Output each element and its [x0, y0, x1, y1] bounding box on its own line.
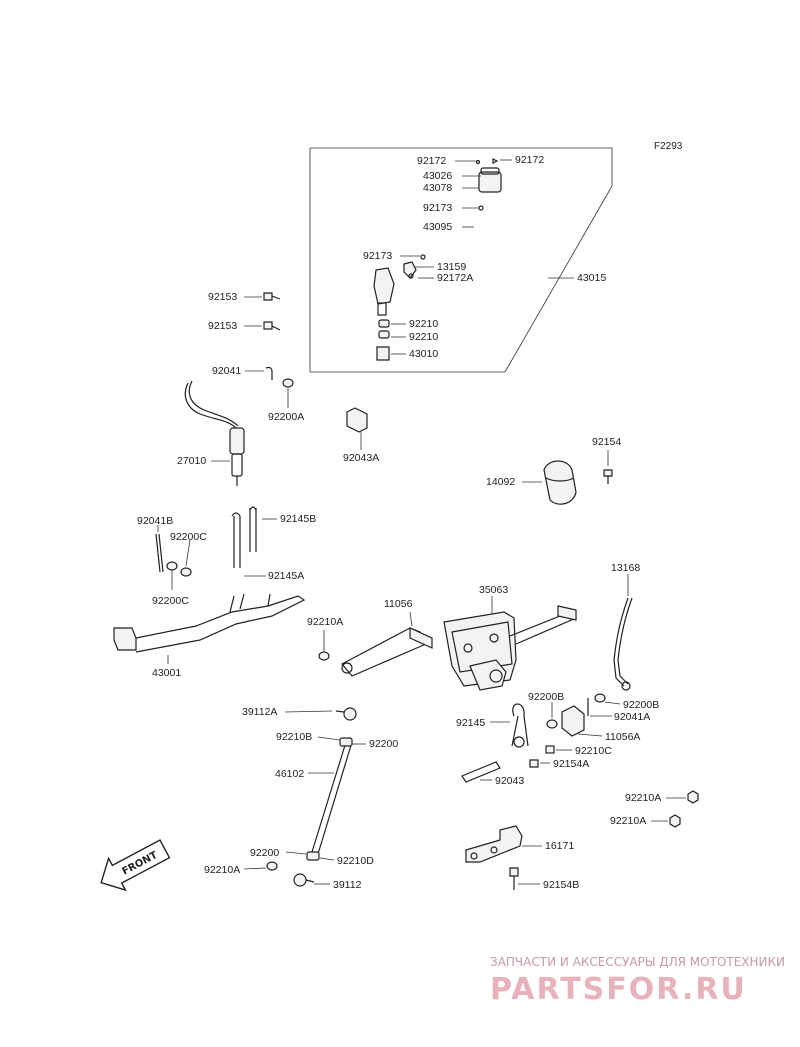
label-92153-lower: 92153 [208, 320, 237, 332]
label-92041A: 92041A [614, 711, 650, 723]
watermark-logo: PARTSFOR.RU [490, 972, 747, 1007]
bolts-92153 [244, 292, 281, 331]
label-92172-right: 92172 [515, 154, 544, 166]
rod-13168 [613, 574, 633, 691]
label-13159: 13159 [437, 261, 466, 273]
label-92041B: 92041B [137, 515, 173, 527]
figure-code: F2293 [654, 141, 683, 152]
label-43010: 43010 [409, 348, 438, 360]
label-92200C-upper: 92200C [170, 531, 207, 543]
nuts-and-bracket-16171 [465, 790, 699, 890]
label-92154A: 92154A [553, 758, 589, 770]
lever-11056 [318, 611, 433, 677]
label-43001: 43001 [152, 667, 181, 679]
label-92172A: 92172A [437, 272, 473, 284]
label-92210C: 92210C [575, 745, 612, 757]
label-39112A: 39112A [242, 706, 277, 718]
label-92200-lower: 92200 [250, 847, 279, 859]
label-43078: 43078 [423, 182, 452, 194]
pivot-parts-right [461, 693, 621, 783]
label-92041: 92041 [212, 365, 241, 377]
label-92154B: 92154B [543, 879, 579, 891]
label-92200B-upper: 92200B [528, 691, 564, 703]
label-92200C-lower: 92200C [152, 595, 189, 607]
label-46102: 46102 [275, 768, 304, 780]
master-cylinder-leaders [391, 159, 574, 355]
cover-14092 [522, 450, 613, 505]
label-92210-lower: 92210 [409, 331, 438, 343]
label-92210A-left: 92210A [204, 864, 240, 876]
label-92210A-right-upper: 92210A [625, 792, 661, 804]
label-43015: 43015 [577, 272, 606, 284]
label-92200A: 92200A [268, 411, 304, 423]
label-35063: 35063 [479, 584, 508, 596]
label-92154: 92154 [592, 436, 621, 448]
label-92153-upper: 92153 [208, 291, 237, 303]
label-43095: 43095 [423, 221, 452, 233]
label-92210-upper: 92210 [409, 318, 438, 330]
label-11056: 11056 [384, 598, 413, 610]
label-92200-upper: 92200 [369, 738, 398, 750]
pin-92043A [346, 407, 368, 450]
label-92172-left: 92172 [417, 155, 446, 167]
label-92145A: 92145A [268, 570, 304, 582]
label-13168: 13168 [611, 562, 640, 574]
bracket-35063 [443, 596, 578, 691]
label-92043: 92043 [495, 775, 524, 787]
label-92043A: 92043A [343, 452, 379, 464]
label-39112: 39112 [333, 879, 362, 891]
cotter-pin-and-washer [245, 366, 294, 408]
label-92145: 92145 [456, 717, 485, 729]
label-16171: 16171 [545, 840, 574, 852]
cotter-pin-92041B [155, 525, 192, 590]
springs-92145 [231, 506, 277, 577]
watermark-subtitle: ЗАПЧАСТИ И АКСЕССУАРЫ ДЛЯ МОТОТЕХНИКИ [490, 955, 785, 969]
label-92173-upper: 92173 [423, 202, 452, 214]
label-92200B-right: 92200B [623, 699, 659, 711]
label-14092: 14092 [486, 476, 515, 488]
label-92145B: 92145B [280, 513, 316, 525]
label-92173-lower: 92173 [363, 250, 392, 262]
label-43026: 43026 [423, 170, 452, 182]
brake-light-switch [184, 380, 245, 486]
label-92210B: 92210B [276, 731, 312, 743]
label-92210A-right-lower: 92210A [610, 815, 646, 827]
brake-rod-46102 [243, 707, 366, 887]
label-92210A-upper: 92210A [307, 616, 343, 628]
master-cylinder-assembly-box [309, 147, 613, 373]
front-direction-arrow: FRONT [100, 839, 171, 892]
label-11056A: 11056A [605, 731, 640, 743]
brake-pedal-43001 [113, 593, 306, 664]
label-92210D: 92210D [337, 855, 374, 867]
label-27010: 27010 [177, 455, 206, 467]
